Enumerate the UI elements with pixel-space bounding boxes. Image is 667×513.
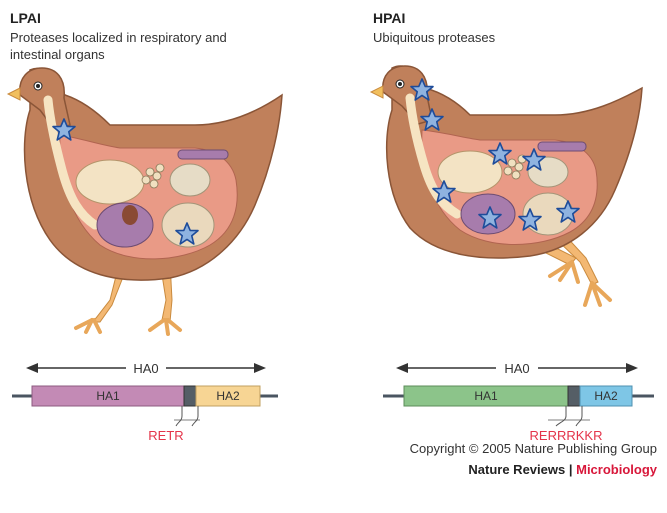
lpai-chicken-illustration (6, 67, 283, 336)
lpai-subtitle-line2: intestinal organs (10, 47, 105, 62)
lpai-ha2-label: HA2 (216, 389, 240, 403)
hpai-subtitle: Ubiquitous proteases (373, 30, 496, 45)
journal-name: Nature Reviews (468, 462, 566, 477)
hpai-ha0-label: HA0 (504, 361, 529, 376)
lpai-title: LPAI (10, 10, 41, 26)
hpai-cleavage-junction (567, 385, 581, 407)
journal-credit: Nature Reviews | Microbiology (468, 462, 657, 477)
lpai-ha0-diagram: HA0 HA1 HA2 RETR (12, 360, 278, 443)
journal-subtitle: Microbiology (576, 462, 657, 477)
hpai-ha0-diagram: HA0 HA1 HA2 RERRRKKR (383, 360, 654, 443)
copyright-notice: Copyright © 2005 Nature Publishing Group (409, 441, 657, 456)
hpai-chicken-illustration (369, 65, 643, 307)
hpai-ha2-segment (579, 385, 633, 407)
lpai-ha2-segment (195, 385, 261, 407)
lpai-ha0-label: HA0 (133, 361, 158, 376)
lpai-cleavage-site: RETR (148, 428, 183, 443)
hpai-ha2-label: HA2 (594, 389, 618, 403)
hpai-title: HPAI (373, 10, 406, 26)
journal-separator: | (568, 462, 573, 477)
lpai-cleavage-junction (183, 385, 197, 407)
hpai-cleavage-site: RERRRKKR (530, 428, 603, 443)
lpai-subtitle-line1: Proteases localized in respiratory and (10, 30, 227, 45)
hpai-ha1-label: HA1 (474, 389, 498, 403)
lpai-ha1-label: HA1 (96, 389, 120, 403)
